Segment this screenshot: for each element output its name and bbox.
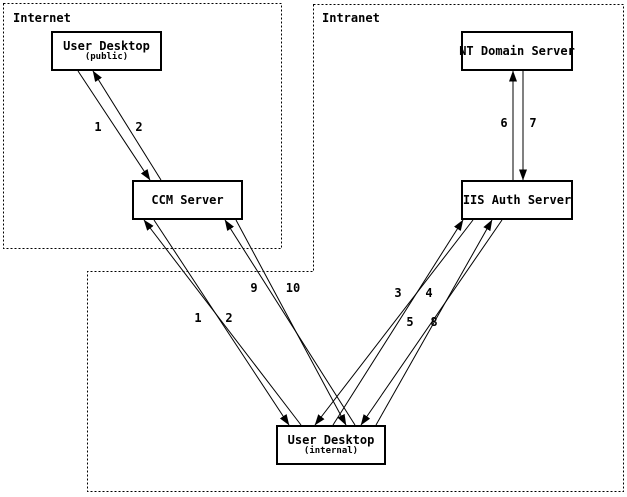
edge-label-5-internal-iis: 5	[406, 315, 414, 329]
edge-flow-10-ccm-to-internal	[235, 219, 347, 426]
node-subtitle: (internal)	[303, 445, 359, 456]
edge-flow-2-ccm-to-public	[92, 70, 162, 181]
intranet-region-outline	[87, 4, 624, 492]
node-title: User Desktop	[63, 38, 150, 53]
node-nt-domain-server: NT Domain Server	[459, 31, 575, 71]
node-user-desktop-internal: User Desktop (internal)	[276, 425, 386, 465]
edge-label-1-public-ccm: 1	[94, 120, 102, 134]
node-subtitle: (public)	[84, 51, 129, 62]
edge-label-2-ccm-public: 2	[135, 120, 143, 134]
region-label-intranet: Intranet	[322, 11, 380, 25]
edge-flow-4-iis-to-internal	[314, 219, 474, 426]
edge-flow-5-internal-to-iis	[375, 219, 493, 426]
edge-label-10-ccm-internal: 10	[285, 281, 301, 295]
edge-label-3-internal-iis: 3	[394, 286, 402, 300]
region-label-internet: Internet	[13, 11, 71, 25]
node-ccm-server: CCM Server	[132, 180, 243, 220]
edge-flow-1-internal-to-ccm	[143, 219, 302, 426]
edge-label-7-nt-iis: 7	[529, 116, 537, 130]
node-title: IIS Auth Server	[462, 192, 572, 207]
edge-flow-1-public-to-ccm	[77, 70, 151, 181]
edge-flow-2-ccm-to-internal	[153, 219, 290, 426]
edge-flow-9-internal-to-ccm	[224, 219, 356, 426]
edge-label-2-ccm-internal: 2	[225, 311, 233, 325]
node-title: CCM Server	[151, 192, 224, 207]
edge-label-1-internal-ccm: 1	[194, 311, 202, 325]
edge-label-9-internal-ccm: 9	[250, 281, 258, 295]
edge-label-8-iis-internal: 8	[430, 315, 438, 329]
node-title: User Desktop	[287, 432, 375, 447]
edge-flow-3-internal-to-iis	[332, 219, 464, 426]
edge-flow-8-iis-to-internal	[360, 219, 503, 426]
node-user-desktop-public: User Desktop (public)	[51, 31, 162, 71]
node-iis-auth-server: IIS Auth Server	[461, 180, 573, 220]
internet-region-outline	[3, 3, 282, 249]
edge-label-6-iis-nt: 6	[500, 116, 508, 130]
node-title: NT Domain Server	[459, 43, 575, 58]
edge-label-4-iis-internal: 4	[425, 286, 433, 300]
